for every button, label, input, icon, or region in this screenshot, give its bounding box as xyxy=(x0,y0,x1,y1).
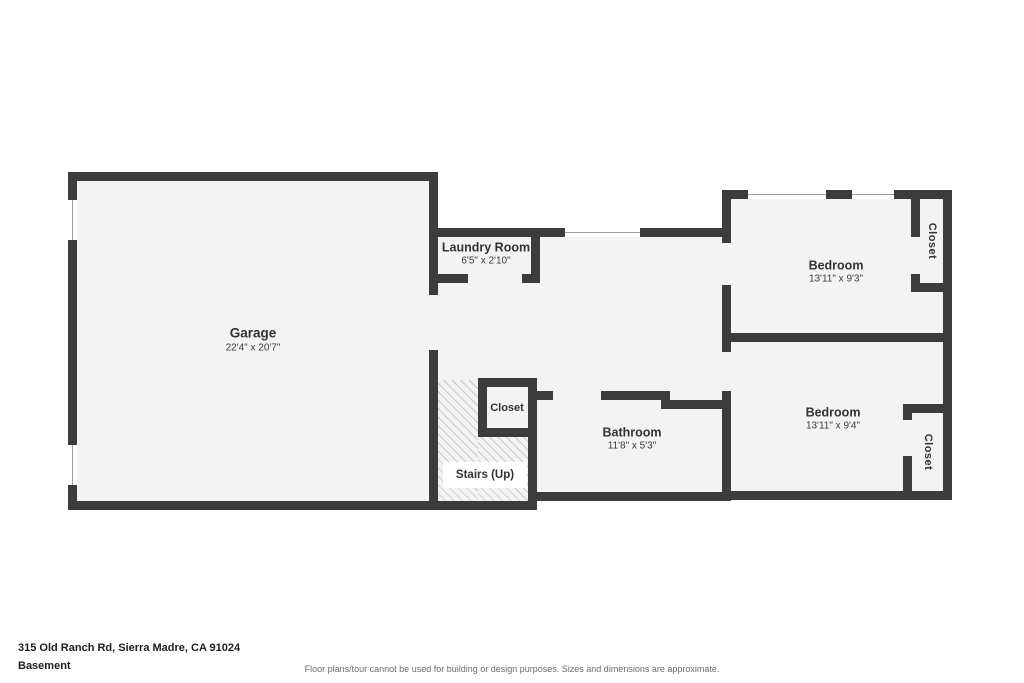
bedroom-top-window xyxy=(852,190,894,199)
laundry-door-opening xyxy=(468,274,522,283)
bedroom-divider-wall xyxy=(722,333,952,342)
hall-window xyxy=(565,228,640,237)
stairs-wall-right xyxy=(528,378,537,510)
garage-dims: 22'4" x 20'7" xyxy=(225,342,281,354)
footer-address: 315 Old Ranch Rd, Sierra Madre, CA 91024 xyxy=(18,642,241,654)
bedroom-wing-wall-left xyxy=(722,190,731,500)
closet-top-wall-bottom xyxy=(911,283,952,292)
bedroom-bottom-dims: 13'11" x 9'4" xyxy=(805,420,861,432)
bedroom-bottom-door-opening xyxy=(722,352,731,391)
bedroom-bottom-name: Bedroom xyxy=(805,405,861,420)
garage-wall-bottom xyxy=(68,501,537,510)
closet-bottom-label: Closet xyxy=(922,433,934,471)
stairs-closet-wall-left xyxy=(478,378,487,437)
central-wall-bottom xyxy=(528,492,731,501)
garage-wall-top xyxy=(68,172,438,181)
bedroom-top-name: Bedroom xyxy=(808,258,864,273)
bedroom-wing-wall-right xyxy=(943,190,952,500)
stairs-closet-wall-bottom xyxy=(478,428,537,437)
garage-door-opening xyxy=(429,295,438,350)
stairs-label: Stairs (Up) xyxy=(455,469,515,481)
bathroom-dims: 11'8" x 5'3" xyxy=(607,440,657,452)
garage-name: Garage xyxy=(229,325,277,341)
stairs-closet-wall-top xyxy=(478,378,537,387)
closet-bottom-door-opening xyxy=(903,420,912,456)
bedroom-top-window xyxy=(748,190,826,199)
bathroom-name: Bathroom xyxy=(602,425,662,440)
laundry-label: Laundry Room 6'5" x 2'10" xyxy=(442,240,530,267)
closet-top-door-opening xyxy=(911,237,920,274)
garage-window xyxy=(68,445,77,485)
bedroom-top-dims: 13'11" x 9'3" xyxy=(808,273,864,285)
hall-closet-label: Closet xyxy=(490,402,524,414)
bathroom-wall-top-right xyxy=(661,400,722,409)
bedroom-top-label: Bedroom 13'11" x 9'3" xyxy=(809,258,864,285)
closet-bottom-wall-top xyxy=(903,404,952,413)
garage-label: Garage 22'4" x 20'7" xyxy=(226,326,281,355)
bedroom-wing-wall-bottom xyxy=(722,491,952,500)
bedroom-top-door-opening xyxy=(722,243,731,285)
footer-level: Basement xyxy=(18,660,71,672)
footer-disclaimer: Floor plans/tour cannot be used for buil… xyxy=(304,664,720,674)
garage-floor xyxy=(77,181,429,501)
stairs-label-background xyxy=(443,462,527,488)
garage-window xyxy=(68,200,77,240)
bathroom-door-opening xyxy=(553,391,601,400)
closet-top-label: Closet xyxy=(926,222,938,260)
bathroom-label: Bathroom 11'8" x 5'3" xyxy=(602,425,661,452)
garage-wall-left xyxy=(68,172,77,510)
laundry-dims: 6'5" x 2'10" xyxy=(461,255,511,267)
laundry-wall-right xyxy=(531,228,540,283)
bedroom-wing-wall-top xyxy=(722,190,952,199)
laundry-name: Laundry Room xyxy=(441,240,531,255)
bedroom-bottom-label: Bedroom 13'11" x 9'4" xyxy=(806,405,861,432)
